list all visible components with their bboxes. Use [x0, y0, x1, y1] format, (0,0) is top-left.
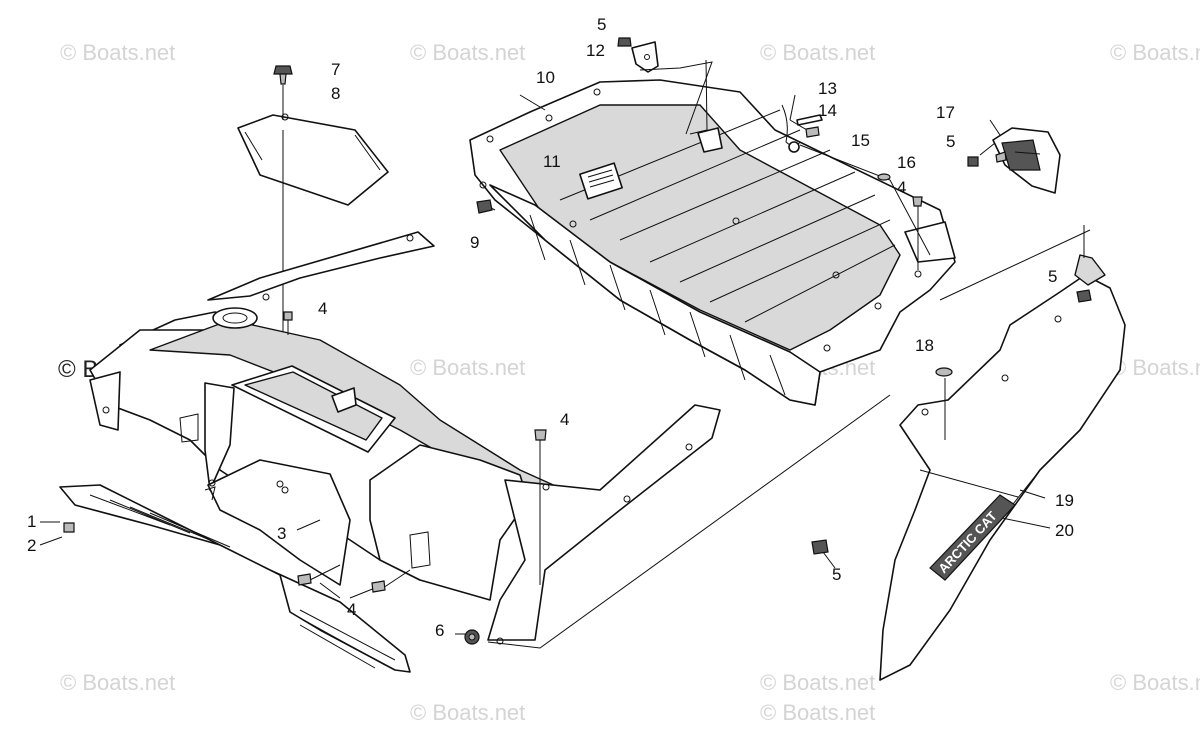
watermark: © Boats.net	[410, 700, 525, 725]
screw-4-lower-b	[371, 580, 386, 593]
left-bin-wall	[204, 382, 235, 491]
light-bracket-inner	[1001, 139, 1041, 171]
lower-grille	[59, 484, 411, 673]
callout-16: 16	[897, 153, 916, 172]
left-tail-tab	[89, 371, 121, 431]
cargo-box-side-wall	[489, 184, 821, 406]
clip-washer	[788, 141, 800, 153]
callout-4-center: 4	[318, 299, 327, 318]
clip-9	[476, 199, 493, 214]
warning-decal-lines	[587, 169, 615, 188]
callout-5-top: 5	[597, 15, 606, 34]
nut-5-top	[617, 37, 632, 47]
watermark: © Boats.net	[760, 700, 875, 725]
plug-18	[935, 367, 953, 377]
grille-clip	[63, 522, 75, 533]
leader-lines	[39, 59, 1091, 649]
callout-2: 2	[27, 536, 36, 555]
push-rivet	[273, 65, 293, 85]
screw-4-lower-a	[297, 573, 312, 586]
callout-8: 8	[331, 84, 340, 103]
bracket-hole	[644, 54, 650, 60]
right-side-panel-body	[879, 274, 1126, 681]
cargo-box	[469, 79, 956, 406]
storage-recess-inner	[244, 371, 383, 441]
storage-lid-panel	[237, 114, 389, 206]
callout-13: 13	[818, 79, 837, 98]
storage-lid	[237, 113, 389, 206]
fuel-cap-inner	[222, 312, 248, 324]
watermark: © Boats.net	[1110, 670, 1200, 695]
watermark: © Boats.net	[60, 40, 175, 65]
recess-tab	[331, 387, 357, 413]
nut-5-bottom	[811, 539, 829, 555]
rear-body-panel	[89, 231, 721, 645]
cargo-box-wall-ribs	[529, 214, 786, 396]
callout-5-panel: 5	[1048, 267, 1057, 286]
watermark: © Boats.net	[410, 40, 525, 65]
right-block	[369, 444, 529, 601]
callout-19: 19	[1055, 491, 1074, 510]
rear-light-bracket	[992, 127, 1061, 194]
callout-5-right: 5	[946, 132, 955, 151]
body-detail	[204, 486, 216, 501]
leader-bracket	[639, 61, 713, 135]
nut-5-panel	[1076, 289, 1092, 303]
right-block-slot	[409, 531, 431, 569]
watermark: © Boats.net	[760, 670, 875, 695]
grommet-16	[877, 173, 891, 181]
decal-band	[929, 494, 1016, 581]
callout-9: 9	[470, 233, 479, 252]
hardware	[283, 37, 1092, 645]
callouts: 1 2 3 4 4 4 4 5 5 5 5 6 7 8 9 10 11 12 1…	[27, 15, 1074, 640]
callout-12: 12	[586, 41, 605, 60]
callout-11: 11	[543, 152, 561, 171]
screw-14	[796, 114, 823, 126]
callout-10: 10	[536, 68, 555, 87]
fuel-cap-opening	[212, 307, 258, 329]
right-fender-arm	[487, 404, 721, 641]
watermark: © Boats.net	[410, 355, 525, 380]
bracket-screw	[995, 151, 1007, 163]
watermark: © Boats.net	[1110, 355, 1200, 380]
callout-20: 20	[1055, 521, 1074, 540]
callout-18: 18	[915, 336, 934, 355]
callout-4-lower: 4	[347, 600, 356, 619]
callout-17: 17	[936, 103, 955, 122]
cargo-box-holes	[479, 88, 922, 352]
callout-14: 14	[818, 101, 837, 120]
nut-5-right	[967, 156, 979, 167]
screw-4-center	[283, 311, 293, 321]
left-block-slot	[179, 413, 199, 443]
screw-4-right	[534, 429, 547, 441]
right-side-panel: ARCTIC CAT	[879, 254, 1126, 681]
lower-left-face	[207, 459, 351, 586]
body-holes	[102, 234, 693, 645]
watermark: © Boats.net	[1110, 40, 1200, 65]
callout-4-top: 4	[897, 178, 906, 197]
rear-fender-strip	[207, 231, 435, 301]
callout-4-right: 4	[560, 410, 569, 429]
cargo-box-ribs	[559, 109, 896, 323]
watermark: © Boats.net	[60, 670, 175, 695]
lower-grille-vanes	[89, 494, 396, 669]
bracket-plate	[697, 127, 723, 153]
callout-15: 15	[851, 131, 870, 150]
panel-top-tab	[1074, 254, 1106, 286]
warning-decal	[579, 162, 623, 200]
screw-14-head	[805, 126, 820, 138]
callout-7: 7	[331, 60, 340, 79]
watermark: © Boats.net	[760, 40, 875, 65]
storage-lid-edges	[244, 131, 381, 171]
lower-grille-frame	[59, 484, 411, 673]
screw-4-top	[912, 196, 923, 207]
callout-5-bottom: 5	[832, 565, 841, 584]
callout-1: 1	[27, 512, 36, 531]
callout-3: 3	[277, 524, 286, 543]
callout-6: 6	[435, 621, 444, 640]
